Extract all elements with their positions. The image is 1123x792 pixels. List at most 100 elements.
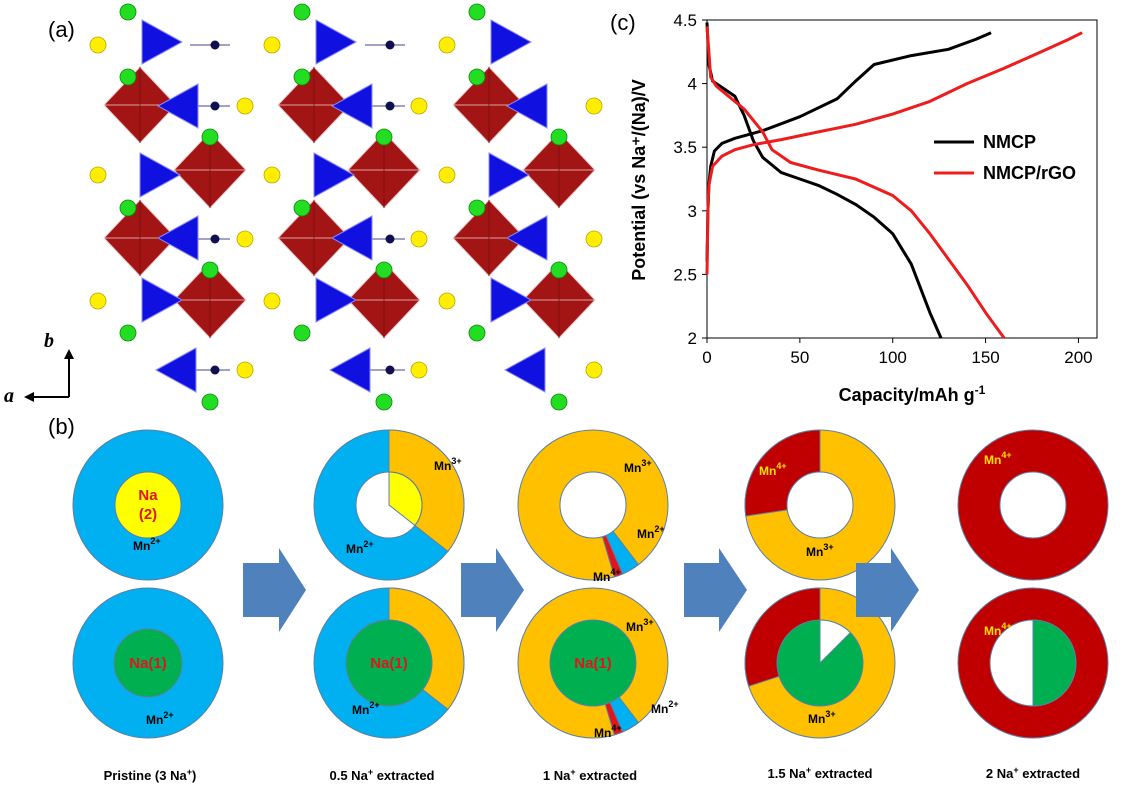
green-sphere [550,128,568,146]
green-sphere [119,199,137,217]
y-tick-label: 4.5 [673,11,697,30]
series-line-nmcp-rgo-charge [705,31,1083,275]
na2-core-empty [786,471,854,539]
na1-core [549,619,637,707]
chart-legend: NMCP NMCP/rGO [934,132,1076,183]
x-tick-label: 150 [971,348,999,367]
legend-label-nmcp-rgo: NMCP/rGO [983,163,1076,183]
p-tetrahedron [490,19,533,65]
stage-pristine: Na (2) Mn2+ Na(1) Mn2+ [72,429,224,739]
mn2-label: Mn2+ [133,536,161,553]
p-tetrahedron [503,347,546,393]
stage-1-extracted: Mn3+ Mn2+ Mn4+ Na(1) Mn3+ Mn2+ Mn4+ [517,429,679,740]
mn3-label: Mn3+ [806,542,834,559]
p-tetrahedron [141,277,184,323]
na-sphere [236,230,254,248]
p-tetrahedron [156,215,199,261]
green-sphere [550,261,568,279]
green-sphere [375,393,393,411]
na1-label: Na(1) [574,655,612,672]
na2-core [114,471,182,539]
y-tick-label: 2 [688,329,697,348]
mn3-label: Mn3+ [626,617,654,634]
na2-sublabel: (2) [139,506,157,523]
mn2-label: Mn2+ [352,700,380,717]
na-sphere [438,36,456,54]
crystal-structure [89,3,603,411]
na-sphere [263,166,281,184]
small-sphere [210,40,220,50]
x-axis-title: Capacity/mAh g-1 [839,383,986,405]
p-tetrahedron [328,347,371,393]
p-tetrahedron [139,152,182,198]
small-sphere [385,365,395,375]
green-sphere [375,128,393,146]
na-sphere [236,361,254,379]
na-sphere [438,166,456,184]
mn4-label: Mn4+ [984,450,1012,467]
na1-label: Na(1) [370,655,408,672]
mn2-label: Mn2+ [651,699,679,716]
na1-core-empty-sector [819,619,852,665]
stage-0-5-extracted: Mn3+ Mn2+ Na(1) Mn2+ [313,429,465,739]
green-sphere [468,324,486,342]
caption-pristine: Pristine (3 Na+) [104,767,197,783]
caption-1-5-extracted: 1.5 Na+ extracted [768,765,873,781]
na2-core-empty [999,471,1067,539]
series-lines [705,22,1083,339]
mn4-label: Mn4+ [594,723,622,740]
na-sphere [410,361,428,379]
progress-arrow [461,548,524,632]
small-sphere [210,101,220,111]
mn3-label: Mn3+ [808,709,836,726]
green-sphere [201,393,219,411]
mn3-label: Mn3+ [434,456,462,473]
p-tetrahedron [490,277,533,323]
a-axis-arrowhead [24,392,34,402]
small-sphere [385,40,395,50]
y-tick-label: 4 [688,75,697,94]
na-sphere [438,292,456,310]
p-tetrahedron [141,19,184,65]
caption-0-5-extracted: 0.5 Na+ extracted [330,767,435,783]
green-sphere [293,68,311,86]
y-ticks: 22.533.544.5 [673,11,707,348]
green-sphere [119,324,137,342]
caption-1-extracted: 1 Na+ extracted [543,767,637,783]
y-axis-title: Potential (vs Na⁺/(Na)/V [629,79,649,281]
b-axis-arrowhead [64,349,74,359]
na1-label: Na(1) [129,655,167,672]
small-sphere [210,365,220,375]
stage-2-extracted: Mn4+ Mn4+ [957,429,1109,739]
mn2-label: Mn2+ [146,710,174,727]
mn2-label: Mn2+ [637,524,665,541]
green-sphere [201,128,219,146]
na1-core [113,628,183,698]
stage-1-5-extracted: Mn4+ Mn3+ Mn3+ [744,429,896,739]
mn2-label: Mn2+ [346,539,374,556]
na-sphere [410,97,428,115]
na-sphere [263,36,281,54]
mn4-label: Mn4+ [593,567,621,584]
na-sphere [89,36,107,54]
panel-a: (a) b a [4,3,603,411]
progress-arrow [856,548,919,632]
green-sphere [119,68,137,86]
green-sphere [468,199,486,217]
p-tetrahedron [505,83,548,129]
na2-ring-mn3-sector [388,429,465,553]
p-tetrahedron [330,215,373,261]
y-tick-label: 3 [688,202,697,221]
legend-label-nmcp: NMCP [983,132,1036,152]
p-tetrahedron [505,215,548,261]
green-sphere [293,324,311,342]
green-sphere [119,3,137,21]
na2-label: Na [138,487,158,504]
x-tick-label: 50 [790,348,809,367]
p-tetrahedron [154,347,197,393]
x-tick-label: 200 [1064,348,1092,367]
